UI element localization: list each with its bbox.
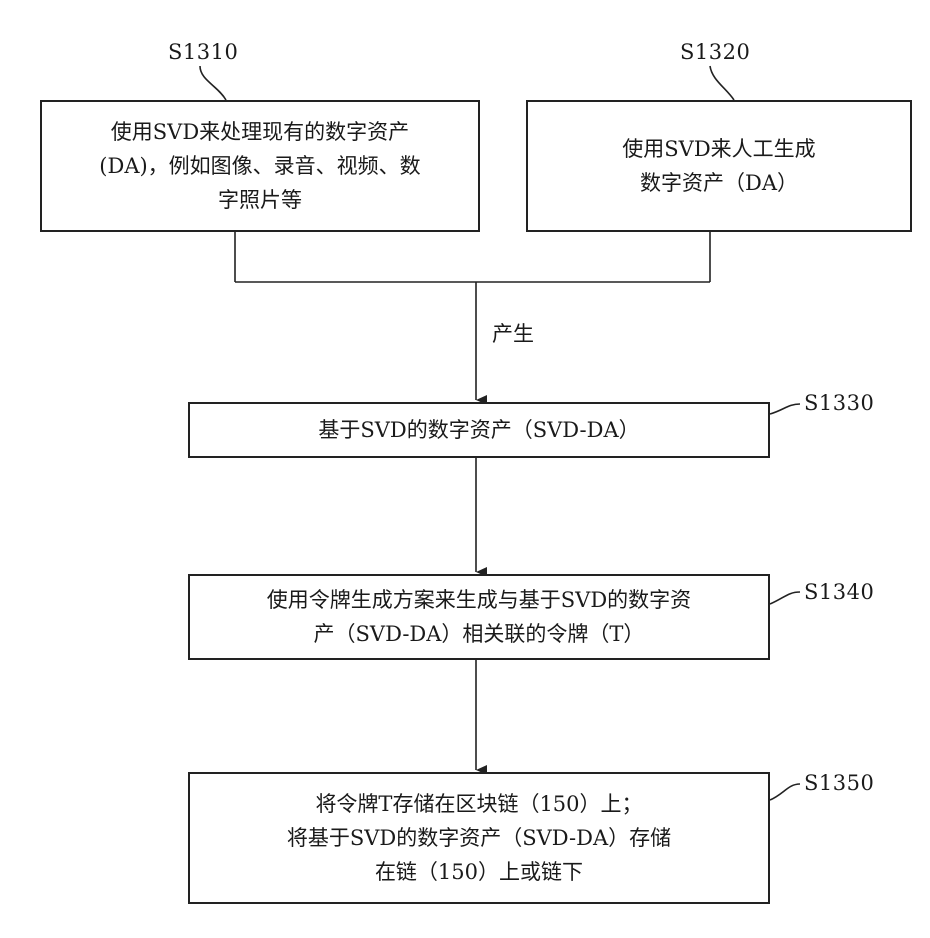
box-s1350: 将令牌T存储在区块链（150）上； 将基于SVD的数字资产（SVD-DA）存储 … [188, 772, 770, 904]
leader-s1310 [200, 66, 226, 100]
box-s1310-text: 使用SVD来处理现有的数字资产 (DA)，例如图像、录音、视频、数 字照片等 [99, 115, 420, 217]
step-label-s1350: S1350 [804, 771, 874, 795]
edge-label-generate: 产生 [492, 318, 534, 348]
box-s1320: 使用SVD来人工生成 数字资产（DA） [526, 100, 912, 232]
step-label-s1330: S1330 [804, 391, 874, 415]
leader-s1330 [770, 404, 800, 414]
step-label-s1320: S1320 [680, 40, 750, 64]
leader-s1340 [770, 592, 800, 604]
box-s1330: 基于SVD的数字资产（SVD-DA） [188, 402, 770, 458]
box-s1310: 使用SVD来处理现有的数字资产 (DA)，例如图像、录音、视频、数 字照片等 [40, 100, 480, 232]
box-s1350-text: 将令牌T存储在区块链（150）上； 将基于SVD的数字资产（SVD-DA）存储 … [287, 787, 671, 889]
box-s1330-text: 基于SVD的数字资产（SVD-DA） [318, 413, 639, 447]
box-s1340-text: 使用令牌生成方案来生成与基于SVD的数字资 产（SVD-DA）相关联的令牌（T） [267, 583, 691, 651]
leader-s1350 [770, 784, 800, 800]
step-label-s1340: S1340 [804, 580, 874, 604]
box-s1340: 使用令牌生成方案来生成与基于SVD的数字资 产（SVD-DA）相关联的令牌（T） [188, 574, 770, 660]
box-s1320-text: 使用SVD来人工生成 数字资产（DA） [622, 132, 815, 200]
leader-s1320 [710, 66, 734, 100]
step-label-s1310: S1310 [168, 40, 238, 64]
